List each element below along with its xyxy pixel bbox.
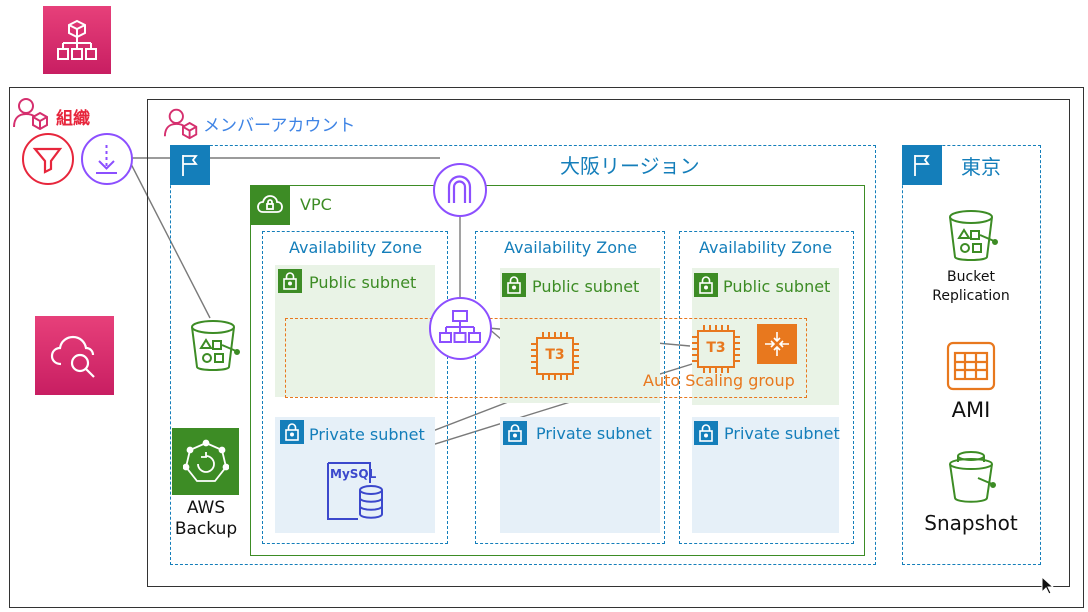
vpc-label: VPC <box>300 195 332 214</box>
bucket-replication-label: Bucket Replication <box>932 269 1010 304</box>
s3-bucket-icon <box>191 320 240 371</box>
lock-icon <box>280 420 304 444</box>
organization-label: 組織 <box>56 109 90 129</box>
instance-type-label: T3 <box>706 340 726 356</box>
availability-zone-1 <box>262 231 448 544</box>
internet-gateway-icon <box>433 163 487 217</box>
auto-scaling-group-label: Auto Scaling group <box>643 371 795 390</box>
ami-icon <box>946 341 996 391</box>
availability-zone-label: Availability Zone <box>504 238 638 257</box>
tokyo-flag-icon <box>902 145 942 185</box>
lock-icon <box>502 273 526 297</box>
private-subnet-label: Private subnet <box>724 424 840 443</box>
s3-bucket-icon <box>949 210 998 261</box>
private-subnet-label: Private subnet <box>309 425 425 444</box>
mouse-cursor-icon <box>1041 576 1055 595</box>
database-label: MySQL <box>330 467 377 481</box>
instance-type-label: T3 <box>545 347 565 363</box>
aws-backup-label: AWS Backup <box>174 498 238 539</box>
tokyo-region-box <box>902 145 1041 565</box>
organization-box <box>9 87 1084 608</box>
snapshot-label: Snapshot <box>924 511 1018 535</box>
member-account-user-icon <box>163 108 198 140</box>
public-subnet-label: Public subnet <box>532 277 640 296</box>
osaka-region-box <box>170 145 876 565</box>
autoscaling-icon <box>757 324 797 364</box>
t3-instance-icon <box>692 325 740 373</box>
lock-icon <box>278 269 302 293</box>
snapshot-bucket-icon <box>949 451 996 503</box>
availability-zone-label: Availability Zone <box>289 238 423 257</box>
auto-scaling-group-box <box>285 318 807 398</box>
vpc-cloud-icon <box>250 185 290 225</box>
filter-icon <box>22 133 74 185</box>
lock-icon <box>503 421 527 445</box>
public-subnet-2 <box>500 268 660 403</box>
organization-user-icon <box>13 98 48 130</box>
availability-zone-label: Availability Zone <box>699 238 833 257</box>
private-subnet-label: Private subnet <box>536 424 652 443</box>
public-subnet-label: Public subnet <box>309 273 417 292</box>
osaka-region-label: 大阪リージョン <box>560 154 700 178</box>
mysql-icon <box>327 462 383 520</box>
lock-icon <box>694 421 718 445</box>
ami-label: AMI <box>951 398 991 422</box>
member-account-box <box>147 99 1070 587</box>
organizations-icon <box>43 6 111 74</box>
vpc-box <box>250 185 865 556</box>
t3-instance-icon <box>531 332 579 380</box>
aws-backup-icon <box>172 428 239 495</box>
tokyo-region-label: 東京 <box>961 155 1001 179</box>
availability-zone-2 <box>475 231 665 544</box>
flag-icon <box>170 145 210 185</box>
member-account-label: メンバーアカウント <box>203 116 356 136</box>
lock-icon <box>694 273 718 297</box>
cloud-search-icon <box>35 316 114 395</box>
availability-zone-3 <box>679 231 854 544</box>
public-subnet-label: Public subnet <box>723 277 831 296</box>
load-balancer-icon <box>429 297 492 360</box>
download-policy-icon <box>81 133 133 185</box>
